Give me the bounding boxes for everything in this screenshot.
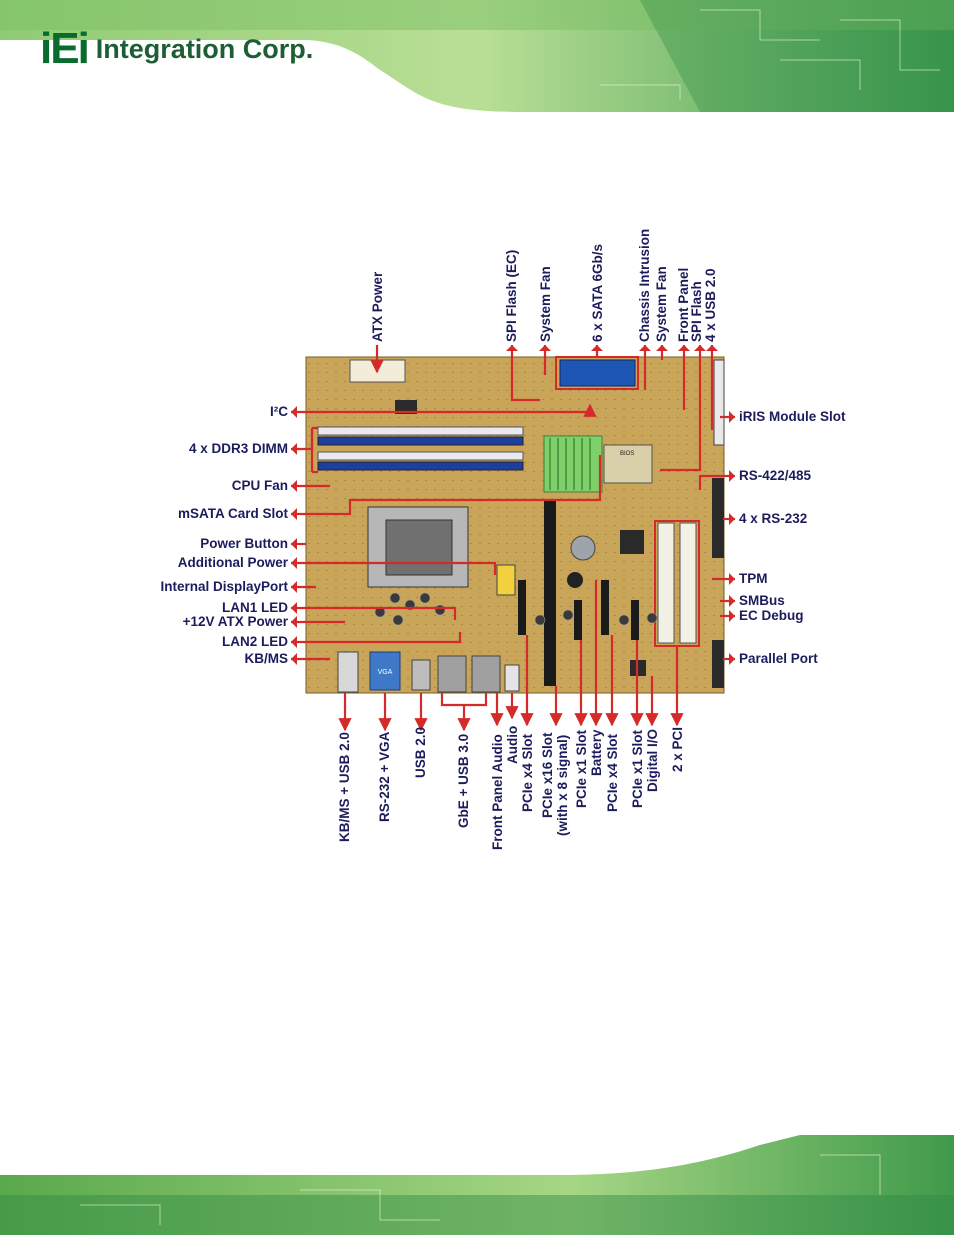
label-msata-card-slot: mSATA Card Slot <box>177 506 288 521</box>
label-cpu-fan: CPU Fan <box>231 478 288 493</box>
vga-mark: VGA <box>378 669 393 676</box>
label-x8-signal: (with x 8 signal) <box>555 734 570 836</box>
label-system-fan-2: System Fan <box>654 266 669 342</box>
label-i2c: I²C <box>270 404 288 419</box>
label-gbe-usb30: GbE + USB 3.0 <box>456 733 471 828</box>
label-spi-flash-ec: SPI Flash (EC) <box>504 249 519 342</box>
label-kb-ms: KB/MS <box>244 651 289 666</box>
label-usb20: USB 2.0 <box>413 726 428 778</box>
label-rs422-485: RS-422/485 <box>739 468 812 483</box>
label-internal-displayport: Internal DisplayPort <box>160 579 288 594</box>
label-system-fan: System Fan <box>538 266 553 342</box>
label-pcie-x1-slot-1: PCIe x1 Slot <box>574 729 589 808</box>
header-banner <box>0 0 954 112</box>
label-kbms-usb20: KB/MS + USB 2.0 <box>337 732 352 842</box>
label-front-panel-audio: Front Panel Audio <box>490 734 505 850</box>
label-rs232-vga: RS-232 + VGA <box>377 731 392 822</box>
label-rs232: 4 x RS-232 <box>739 511 808 526</box>
logo-text: Integration Corp. <box>95 33 314 64</box>
label-spi-flash: SPI Flash <box>689 281 704 342</box>
label-lan1-led: LAN1 LED <box>221 600 288 615</box>
label-2x-pci: 2 x PCI <box>670 726 685 772</box>
label-lan2-led: LAN2 LED <box>221 634 288 649</box>
label-digital-io: Digital I/O <box>645 728 660 792</box>
logo-mark: iEi <box>40 24 90 73</box>
label-pcie-x1-slot-2: PCIe x1 Slot <box>630 729 645 808</box>
label-ddr3-dimm: 4 x DDR3 DIMM <box>188 441 288 456</box>
label-audio: Audio <box>505 725 520 764</box>
footer-banner <box>0 1135 954 1235</box>
company-logo: iEi Integration Corp. <box>40 24 313 74</box>
label-tpm: TPM <box>739 571 768 586</box>
label-battery: Battery <box>589 729 604 776</box>
label-iris-module-slot: iRIS Module Slot <box>739 409 846 424</box>
label-atx-power: ATX Power <box>370 271 385 342</box>
label-parallel-port: Parallel Port <box>739 651 818 666</box>
label-chassis-intrusion: Chassis Intrusion <box>637 228 652 342</box>
label-pcie-x4-slot-2: PCIe x4 Slot <box>605 733 620 812</box>
label-sata: 6 x SATA 6Gb/s <box>590 243 605 342</box>
label-power-button: Power Button <box>200 536 288 551</box>
label-usb20-header: 4 x USB 2.0 <box>703 268 718 342</box>
label-12v-atx-power: +12V ATX Power <box>182 614 288 629</box>
label-pcie-x4-slot-1: PCIe x4 Slot <box>520 733 535 812</box>
label-smbus: SMBus <box>739 593 785 608</box>
label-additional-power: Additional Power <box>177 555 288 570</box>
label-pcie-x16-slot: PCIe x16 Slot <box>540 732 555 818</box>
arrow-head <box>291 406 297 418</box>
bios-mark: BIOS <box>620 451 634 457</box>
label-ec-debug: EC Debug <box>739 608 804 623</box>
